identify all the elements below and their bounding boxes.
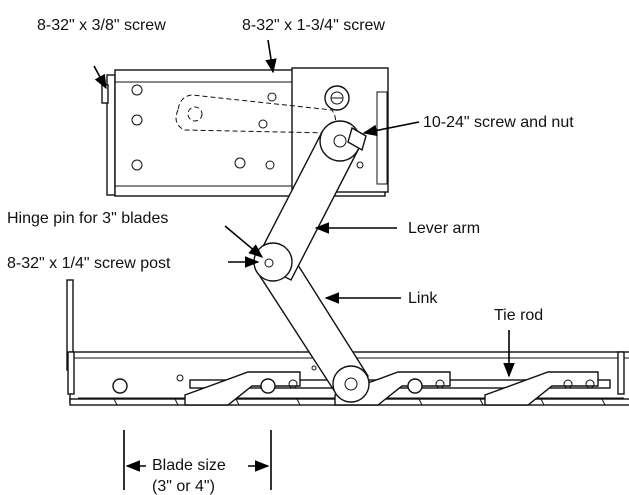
blade-pivots [112,365,423,394]
label-tie-rod: Tie rod [494,307,543,324]
label-screw-and-nut: 10-24" screw and nut [423,114,574,131]
callout-leaders [93,39,515,490]
label-blade-size-options: (3" or 4") [152,478,215,495]
lever-arm-bar [253,120,367,282]
label-hinge-pin: Hinge pin for 3" blades [7,210,168,227]
label-screw-3-8: 8-32" x 3/8" screw [37,17,166,34]
label-screw-1-3-4: 8-32" x 1-3/4" screw [242,17,385,34]
label-lever-arm: Lever arm [408,220,480,237]
label-blade-size: Blade size [152,457,226,474]
label-screw-post: 8-32" x 1/4" screw post [7,255,171,272]
label-link: Link [408,290,438,307]
